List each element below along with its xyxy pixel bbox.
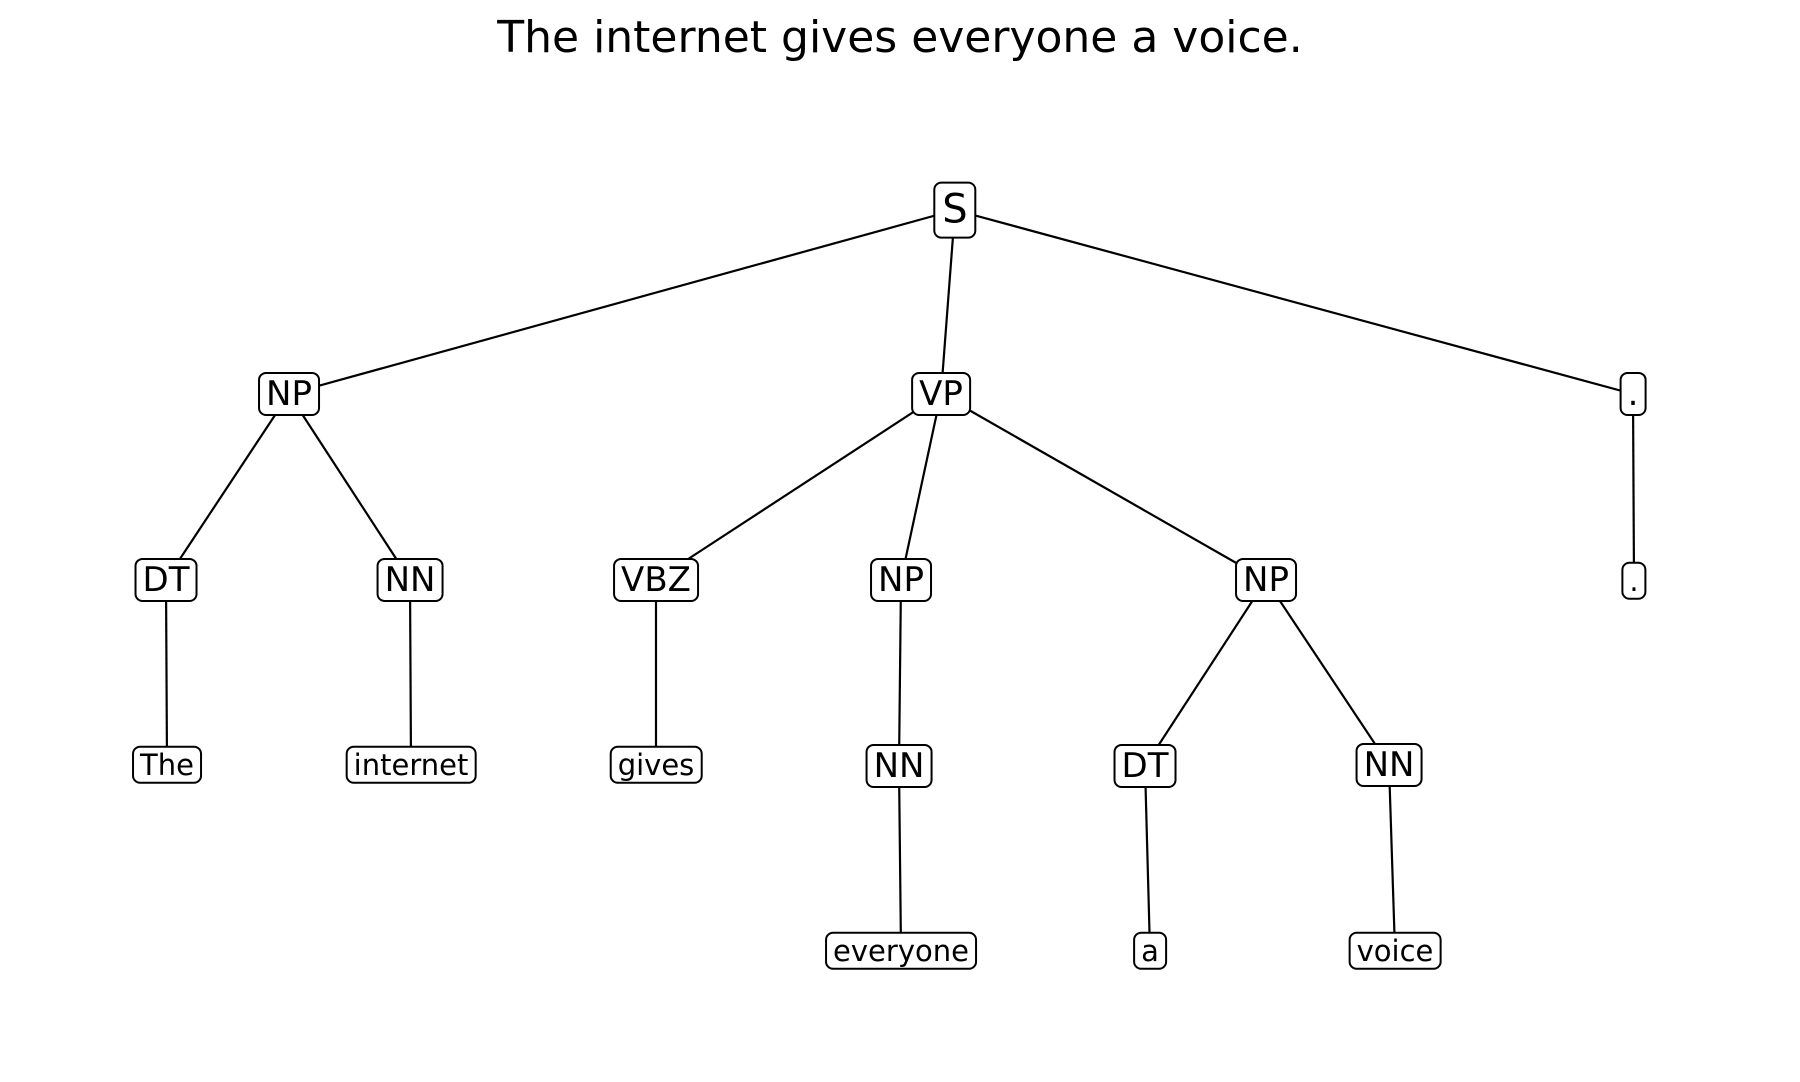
tree-edge-s-punct-tag <box>954 208 1634 396</box>
tree-edge-nn1-w-internet <box>408 579 413 766</box>
tree-node-w-gives: gives <box>609 745 703 785</box>
tree-edge-vp-np3 <box>940 393 1267 581</box>
tree-node-np3: NP <box>1235 557 1297 603</box>
tree-edge-np2-nn2 <box>897 579 903 767</box>
tree-edge-s-np1 <box>288 208 956 396</box>
tree-node-np1: NP <box>258 371 320 417</box>
tree-node-w-internet: internet <box>345 745 477 785</box>
tree-node-nn2: NN <box>865 743 933 789</box>
figure-title: The internet gives everyone a voice. <box>497 12 1303 63</box>
tree-edge-np3-dt2 <box>1144 579 1267 767</box>
tree-edge-np1-nn1 <box>288 393 411 581</box>
tree-edge-dt1-w-the <box>164 579 169 766</box>
tree-node-nn3: NN <box>1355 742 1423 788</box>
tree-edge-punct-tag-punct-word <box>1631 393 1636 582</box>
tree-node-dt1: DT <box>134 557 198 603</box>
tree-edge-vp-vbz <box>655 393 942 581</box>
tree-node-w-voice: voice <box>1348 931 1442 971</box>
tree-edge-s-vp <box>939 209 957 395</box>
tree-edge-nn3-w-voice <box>1387 764 1397 952</box>
tree-node-w-everyone: everyone <box>825 931 977 971</box>
tree-node-w-the: The <box>132 745 202 785</box>
tree-edge-vp-np2 <box>899 393 943 581</box>
tree-node-vbz: VBZ <box>613 557 699 603</box>
tree-node-s: S <box>933 181 977 239</box>
tree-edge-np1-dt1 <box>165 393 290 581</box>
tree-node-dt2: DT <box>1113 743 1177 789</box>
tree-edge-nn2-w-everyone <box>897 765 903 952</box>
tree-node-np2: NP <box>870 557 932 603</box>
tree-edge-np3-nn3 <box>1265 579 1390 766</box>
tree-edge-dt2-w-a <box>1143 765 1152 952</box>
tree-node-punct-word: . <box>1621 561 1647 601</box>
tree-node-punct-tag: . <box>1619 371 1647 417</box>
tree-node-vp: VP <box>911 371 971 417</box>
tree-node-w-a: a <box>1133 931 1167 971</box>
tree-node-nn1: NN <box>376 557 444 603</box>
